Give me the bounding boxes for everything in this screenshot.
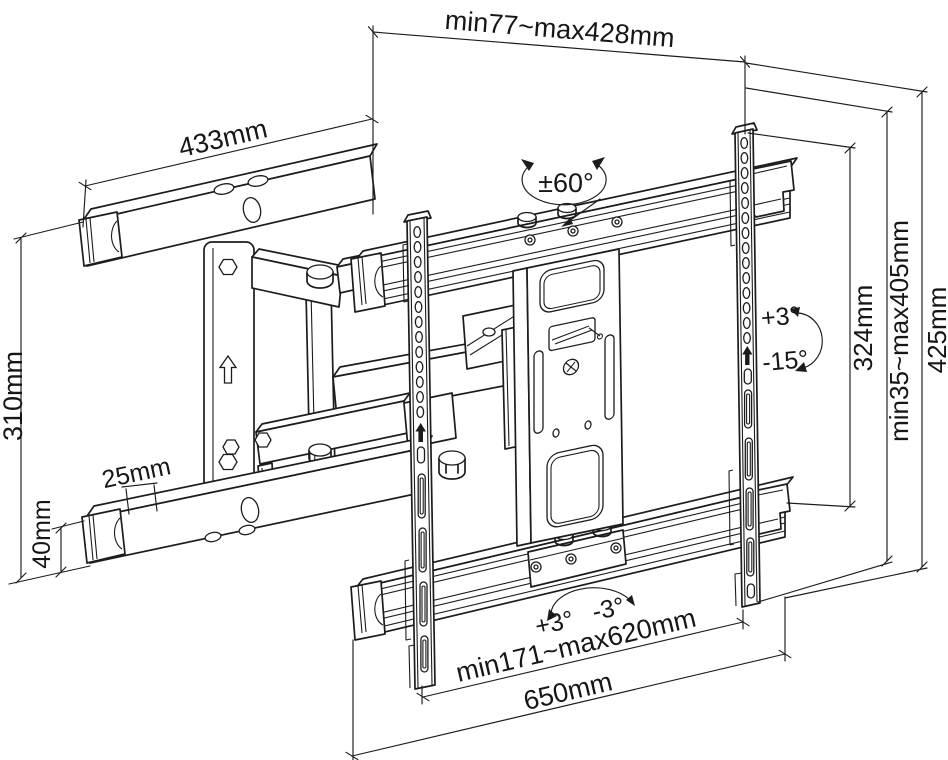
rail-clamp xyxy=(527,529,627,588)
arm-screw xyxy=(238,524,256,536)
rail-bolt xyxy=(517,202,577,229)
dim-arm-length xyxy=(84,118,373,187)
arm-end-cap xyxy=(78,211,123,267)
label-top-width: min77~max428mm xyxy=(444,5,676,53)
label-arm-length: 433mm xyxy=(176,113,271,163)
up-arrow-icon xyxy=(742,346,753,365)
dim-rail-length xyxy=(351,653,786,757)
hex-nut-bottom xyxy=(218,453,238,471)
label-bracket-height: 425mm xyxy=(922,287,948,374)
angle-annotations xyxy=(521,157,823,621)
swivel-arc xyxy=(521,164,607,206)
tilt-arc xyxy=(797,312,823,369)
small-hole xyxy=(584,420,592,430)
arm-hole xyxy=(242,196,262,224)
hanging-hex-bolt xyxy=(438,450,466,480)
label-level-minus: -3° xyxy=(590,592,627,626)
hex-nut-lower-left xyxy=(222,439,240,455)
label-arm-top-width: 25mm xyxy=(99,452,173,494)
level-arc xyxy=(550,587,631,615)
wall-arm-top xyxy=(78,143,378,267)
wall-arm-bottom xyxy=(81,435,433,564)
dim-rail-span-range xyxy=(422,621,744,698)
rail-end-cap-left xyxy=(350,252,386,313)
vesa-rail-left xyxy=(402,210,436,690)
label-arm-end-height: 40mm xyxy=(28,499,56,568)
arm-hole xyxy=(240,496,260,524)
arm-end-cap xyxy=(81,508,126,564)
up-arrow-icon xyxy=(218,354,238,384)
label-wall-plate-height: 310mm xyxy=(0,351,28,441)
label-swivel: ±60° xyxy=(538,168,594,198)
vesa-rail-right xyxy=(728,122,761,608)
arm-screw xyxy=(204,531,222,543)
long-slots xyxy=(743,389,756,599)
label-rail-length: 650mm xyxy=(521,666,616,716)
mounting-holes xyxy=(740,136,751,345)
vertical-slot-right xyxy=(604,334,615,420)
dimension-lines xyxy=(8,25,928,760)
rail-washers xyxy=(530,542,622,573)
hex-nut-top xyxy=(218,258,238,276)
vesa-plate xyxy=(512,248,624,547)
small-hole xyxy=(552,428,560,438)
label-tilt-down: -15° xyxy=(761,345,809,377)
long-slots xyxy=(417,473,429,673)
short-slot xyxy=(416,446,426,464)
pivot-bolt-top xyxy=(306,264,334,289)
label-vesa-height-range: min35~max405mm xyxy=(884,220,914,442)
label-tilt-up: +3° xyxy=(760,301,801,332)
up-arrow-icon xyxy=(415,423,426,442)
arm-screw xyxy=(247,175,269,187)
hex-nut-lower-right xyxy=(254,432,272,448)
arm-screw xyxy=(213,183,235,195)
label-rail-spacing: 324mm xyxy=(848,285,878,372)
rail-washers xyxy=(524,216,623,246)
tv-rail-top xyxy=(350,157,798,313)
mounting-holes xyxy=(413,225,425,419)
short-slot xyxy=(743,368,752,385)
vertical-slot-left xyxy=(533,350,544,434)
dim-top-width xyxy=(372,31,746,63)
bottom-cutout xyxy=(546,444,604,528)
rail-end-cap-left xyxy=(350,580,386,641)
